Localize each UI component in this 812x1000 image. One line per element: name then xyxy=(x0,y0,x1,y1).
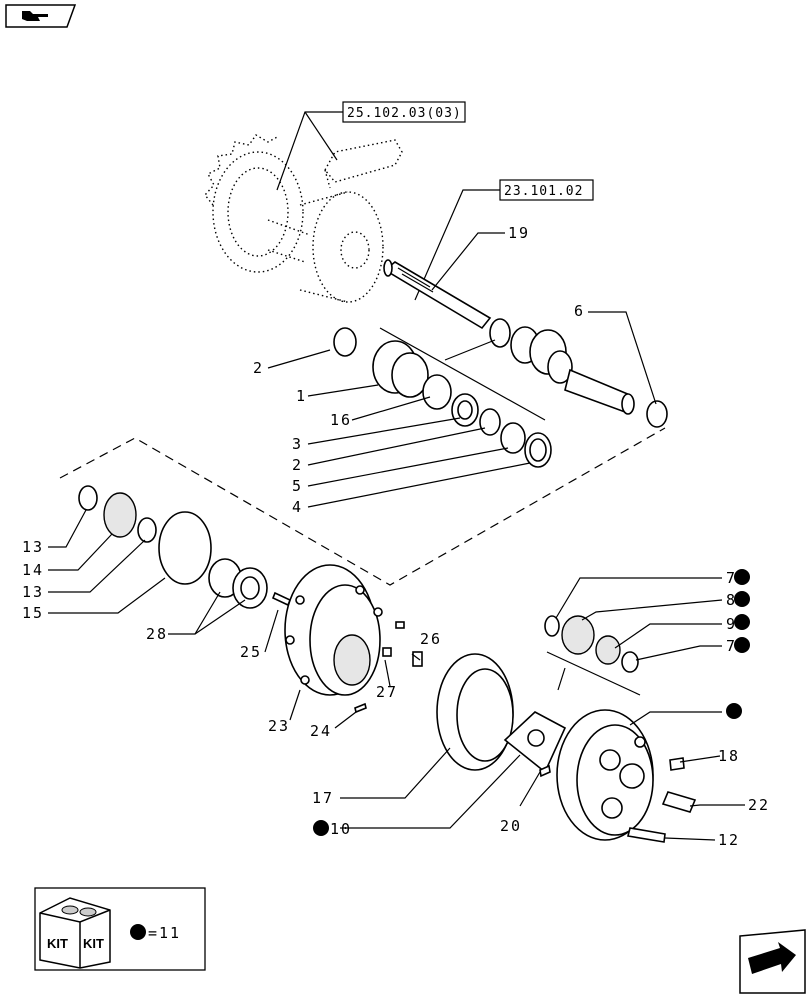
kit-marker-dot xyxy=(734,614,750,630)
seal-ring-group xyxy=(333,327,552,468)
planet-gear-group xyxy=(544,615,639,673)
callout-2b: 2 xyxy=(292,456,303,474)
callout-16: 16 xyxy=(330,411,352,429)
kit-marker-dot xyxy=(726,703,742,719)
callout-5: 5 xyxy=(292,477,303,495)
callout-28: 28 xyxy=(146,625,168,643)
kit-marker-dot xyxy=(734,591,750,607)
callout-18: 18 xyxy=(718,747,740,765)
seal-ring-6 xyxy=(646,400,668,428)
callout-2a: 2 xyxy=(253,359,264,377)
callout-12: 12 xyxy=(718,831,740,849)
callout-20: 20 xyxy=(500,817,522,835)
callout-13a: 13 xyxy=(22,538,44,556)
kit-legend: KIT KIT =11 xyxy=(34,887,206,971)
callout-13b: 13 xyxy=(22,583,44,601)
callout-19: 19 xyxy=(508,224,530,242)
callout-4: 4 xyxy=(292,498,303,516)
axle-shaft xyxy=(383,259,635,415)
ring-gear xyxy=(436,653,514,771)
callout-24: 24 xyxy=(310,722,332,740)
kit-marker-dot xyxy=(734,637,750,653)
callout-9: 9 xyxy=(726,615,737,633)
hub-cover xyxy=(556,709,697,843)
reference-label-1: 25.102.03(03) xyxy=(347,106,462,121)
callout-6: 6 xyxy=(574,302,585,320)
differential-assembly xyxy=(204,134,403,303)
kit-label-1: KIT xyxy=(47,936,68,951)
callout-27: 27 xyxy=(376,683,398,701)
planet-carrier xyxy=(271,564,423,714)
callout-15: 15 xyxy=(22,604,44,622)
callout-23: 23 xyxy=(268,717,290,735)
sun-gear-group xyxy=(78,485,268,609)
kit-box-icon: KIT KIT xyxy=(39,897,111,969)
callout-17: 17 xyxy=(312,789,334,807)
reference-label-2: 23.101.02 xyxy=(504,184,583,199)
callout-26: 26 xyxy=(420,630,442,648)
legend-equals-text: =11 xyxy=(148,924,181,942)
callout-10: 10 xyxy=(330,820,352,838)
leader-lines xyxy=(48,232,745,841)
callout-3: 3 xyxy=(292,435,303,453)
kit-marker-dot xyxy=(734,569,750,585)
reference-box-1[interactable]: 25.102.03(03) xyxy=(342,101,466,123)
callout-22: 22 xyxy=(748,796,770,814)
kit-marker-dot xyxy=(313,820,329,836)
callout-7b: 7 xyxy=(726,637,737,655)
kit-label-2: KIT xyxy=(83,936,104,951)
legend-dot xyxy=(130,924,146,940)
callout-1: 1 xyxy=(296,387,307,405)
callout-25: 25 xyxy=(240,643,262,661)
assembly-outline xyxy=(59,427,666,586)
callout-7a: 7 xyxy=(726,569,737,587)
arrow-next-icon[interactable] xyxy=(739,929,806,994)
reference-box-2[interactable]: 23.101.02 xyxy=(499,179,594,201)
callout-14: 14 xyxy=(22,561,44,579)
callout-8: 8 xyxy=(726,591,737,609)
hand-pointer-icon[interactable] xyxy=(5,4,77,28)
